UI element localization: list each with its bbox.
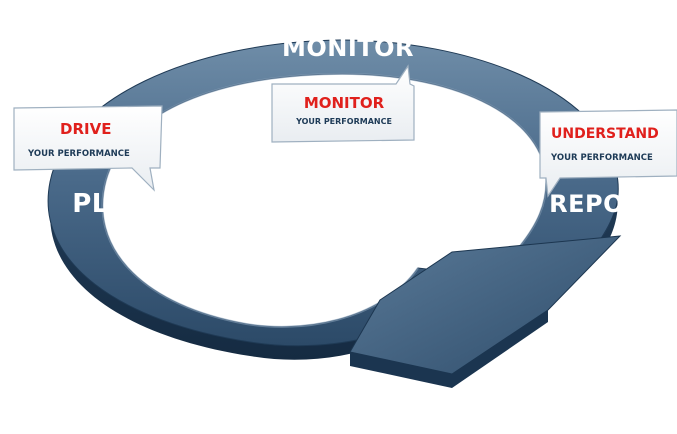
callout-drive: DRIVE YOUR PERFORMANCE [13, 105, 163, 192]
callout-drive-title: DRIVE [60, 120, 111, 138]
callout-monitor: MONITOR YOUR PERFORMANCE [271, 64, 415, 143]
stage-label-report: REPORT [549, 190, 659, 218]
callout-monitor-title: MONITOR [304, 94, 385, 112]
cycle-arrowhead-side [350, 310, 548, 388]
callout-understand: UNDERSTAND YOUR PERFORMANCE [539, 109, 677, 198]
callout-understand-bubble [539, 109, 677, 198]
callout-understand-subtitle: YOUR PERFORMANCE [550, 153, 653, 163]
stage-label-plan: PLAN [72, 189, 152, 219]
callout-drive-subtitle: YOUR PERFORMANCE [27, 149, 130, 159]
callout-monitor-bubble [271, 64, 415, 143]
callout-monitor-subtitle: YOUR PERFORMANCE [295, 117, 392, 126]
callout-understand-title: UNDERSTAND [551, 126, 659, 142]
callout-drive-bubble [13, 105, 163, 192]
stage-label-monitor: MONITOR [282, 34, 414, 62]
